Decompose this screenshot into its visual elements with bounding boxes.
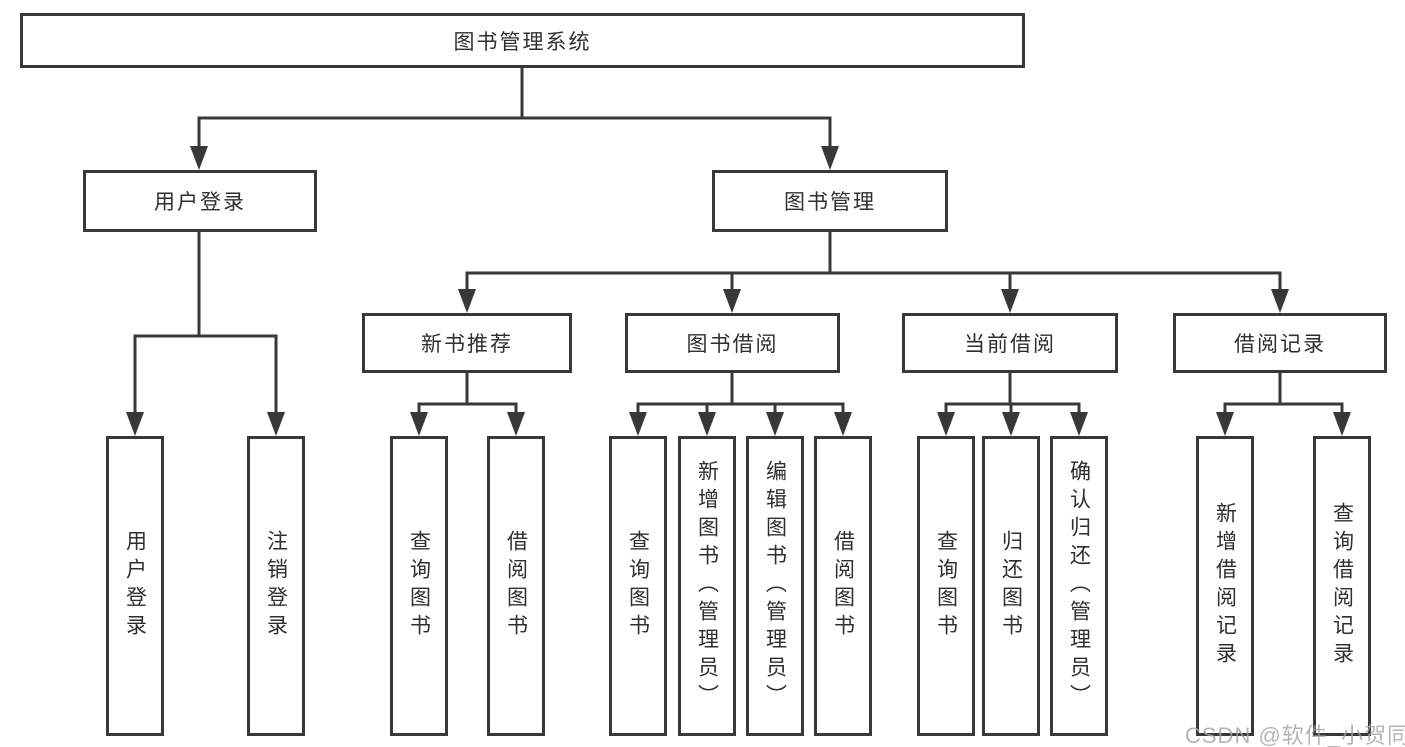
leaf-label: 归还图书 (999, 530, 1023, 642)
leaf-edit-books-admin: 编辑图书（管理员） (746, 436, 804, 736)
leaf-user-login: 用户登录 (106, 436, 164, 736)
csdn-watermark: CSDN @软件_小贺同学 (1185, 723, 1405, 747)
leaf-label: 用户登录 (123, 530, 147, 642)
leaf-query-books-borrow: 查询图书 (609, 436, 667, 736)
leaf-query-books-current: 查询图书 (917, 436, 975, 736)
connectors-current-borrow-to-leaves (937, 373, 1088, 436)
node-book-borrow: 图书借阅 (625, 313, 840, 373)
leaf-logout: 注销登录 (247, 436, 305, 736)
leaf-add-borrow-record: 新增借阅记录 (1196, 436, 1254, 736)
leaf-borrow-books-recommend: 借阅图书 (487, 436, 545, 736)
leaf-label: 借阅图书 (831, 530, 855, 642)
node-root-library-system: 图书管理系统 (20, 13, 1025, 68)
connectors-root-to-level2 (190, 68, 839, 170)
leaf-label: 新增图书（管理员） (695, 460, 719, 712)
leaf-borrow-books: 借阅图书 (814, 436, 872, 736)
node-user-login: 用户登录 (83, 170, 317, 232)
connectors-book-borrow-to-leaves (629, 373, 852, 436)
leaf-query-borrow-record: 查询借阅记录 (1313, 436, 1371, 736)
connectors-book-management-to-level3 (458, 232, 1289, 313)
leaf-label: 查询图书 (407, 530, 431, 642)
connectors-new-book-recommend-to-leaves (410, 373, 525, 436)
connectors-borrow-record-to-leaves (1216, 373, 1351, 436)
leaf-label: 确认归还（管理员） (1067, 460, 1091, 712)
connectors-user-login-to-leaves (126, 232, 285, 436)
leaf-return-books: 归还图书 (982, 436, 1040, 736)
leaf-label: 注销登录 (264, 530, 288, 642)
leaf-label: 查询图书 (626, 530, 650, 642)
leaf-label: 编辑图书（管理员） (763, 460, 787, 712)
leaf-query-books-recommend: 查询图书 (390, 436, 448, 736)
node-book-management: 图书管理 (712, 170, 948, 232)
node-current-borrow: 当前借阅 (902, 313, 1118, 373)
leaf-label: 查询图书 (934, 530, 958, 642)
leaf-confirm-return-admin: 确认归还（管理员） (1050, 436, 1108, 736)
leaf-label: 借阅图书 (504, 530, 528, 642)
leaf-label: 新增借阅记录 (1213, 502, 1237, 670)
leaf-label: 查询借阅记录 (1330, 502, 1354, 670)
leaf-add-books-admin: 新增图书（管理员） (678, 436, 736, 736)
node-new-book-recommend: 新书推荐 (362, 313, 572, 373)
node-borrow-record: 借阅记录 (1173, 313, 1387, 373)
